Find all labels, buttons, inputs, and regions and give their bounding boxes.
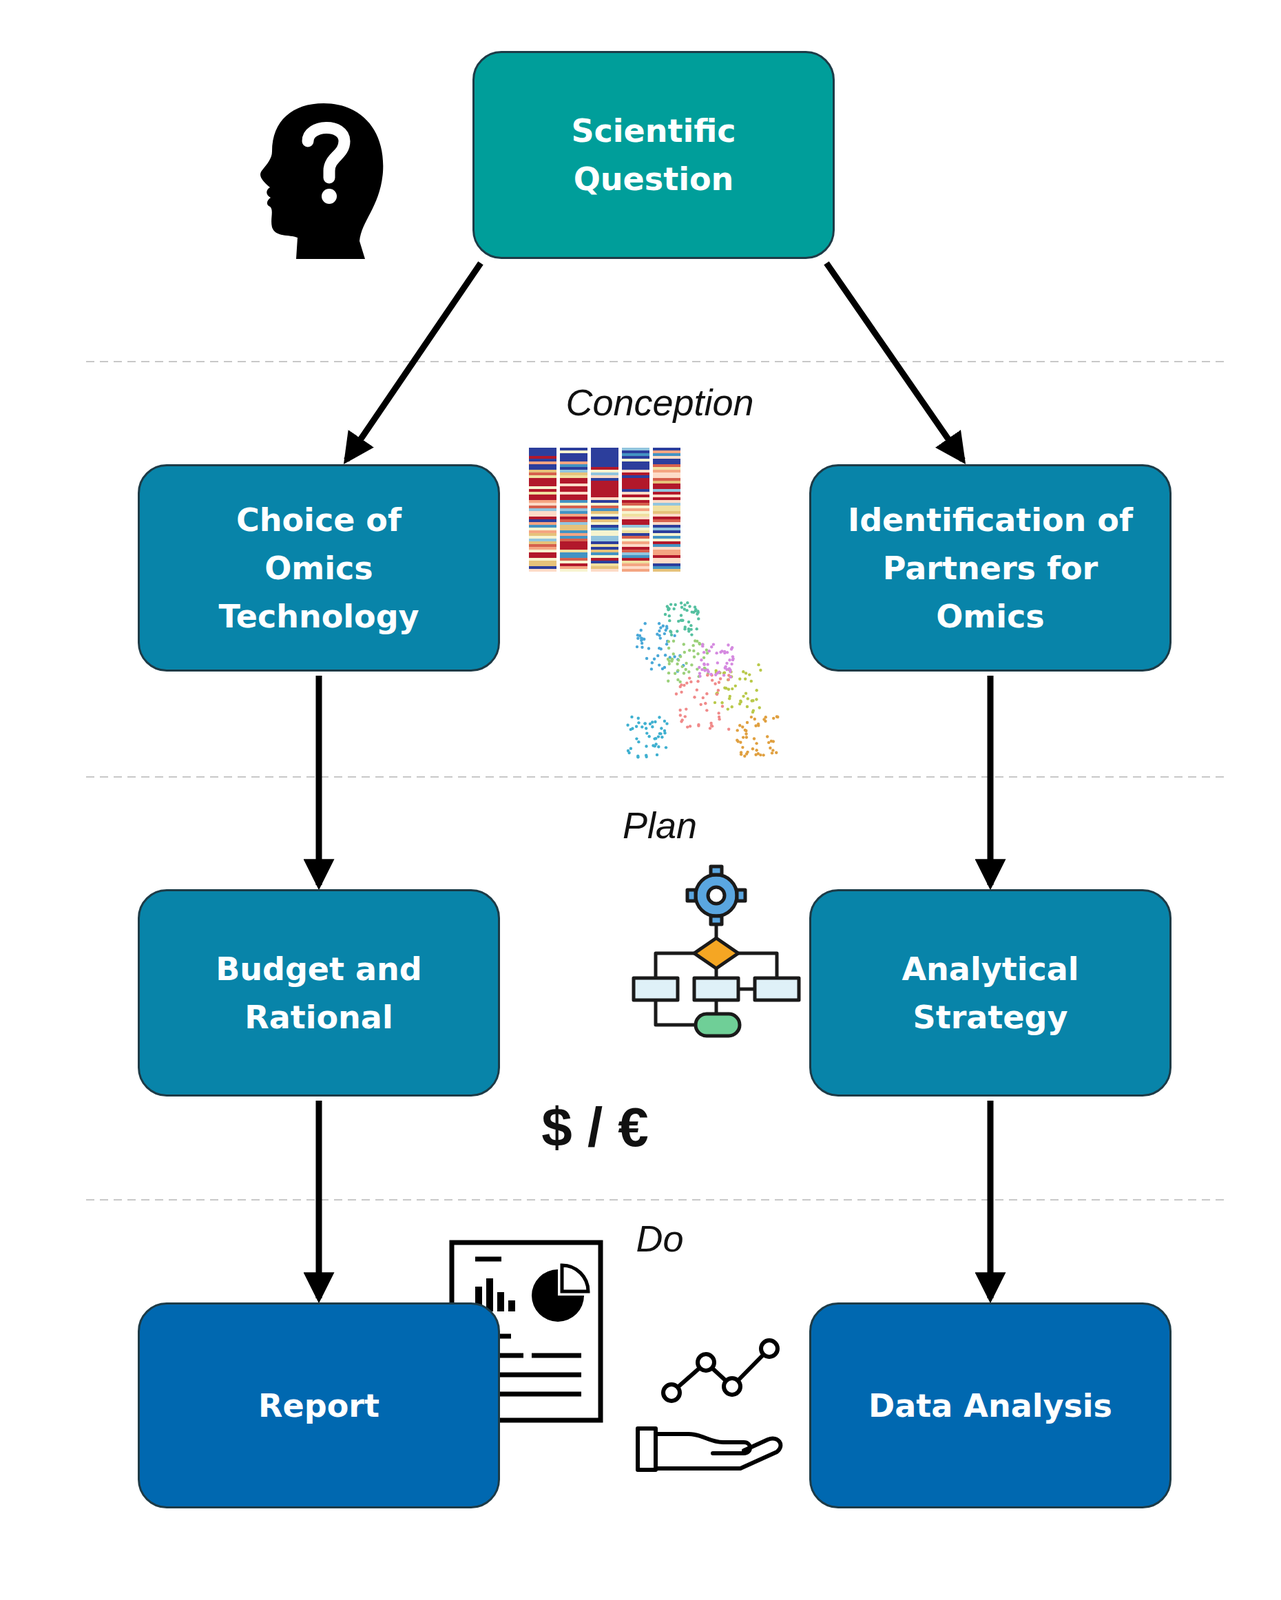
phase-label: Conception xyxy=(559,380,759,424)
process-box: Budget and Rational xyxy=(137,889,501,1097)
flow-arrow xyxy=(826,263,963,461)
process-box: Choice of Omics Technology xyxy=(137,464,501,672)
box-label: Choice of Omics Technology xyxy=(194,495,443,641)
output-box: Report xyxy=(137,1302,501,1509)
box-label: Report xyxy=(237,1381,401,1430)
flow-arrow xyxy=(987,675,994,885)
dashed-separators xyxy=(86,361,1226,1200)
output-box: Data Analysis xyxy=(809,1302,1172,1509)
box-label: Identification of Partners for Omics xyxy=(818,495,1163,641)
question-box: Scientific Question xyxy=(472,50,835,259)
process-box: Analytical Strategy xyxy=(809,889,1172,1097)
flow-arrow xyxy=(316,675,323,885)
currency-label: $ / € xyxy=(535,1095,655,1160)
flow-arrow xyxy=(987,1100,994,1299)
box-label: Analytical Strategy xyxy=(866,944,1115,1042)
flow-arrow xyxy=(346,263,481,461)
thinking-head-icon xyxy=(260,103,383,259)
scatter-plot-icon xyxy=(626,601,779,759)
box-label: Budget and Rational xyxy=(194,944,443,1042)
heatmap-icon xyxy=(528,447,681,572)
phase-label: Plan xyxy=(617,803,703,847)
process-box: Identification of Partners for Omics xyxy=(809,464,1172,672)
flow-arrow xyxy=(316,1100,323,1299)
hand-chart-icon xyxy=(637,1340,781,1470)
box-label: Scientific Question xyxy=(529,106,778,204)
phase-label: Do xyxy=(630,1216,689,1260)
box-label: Data Analysis xyxy=(847,1381,1133,1430)
flowchart-icon xyxy=(633,866,799,1036)
